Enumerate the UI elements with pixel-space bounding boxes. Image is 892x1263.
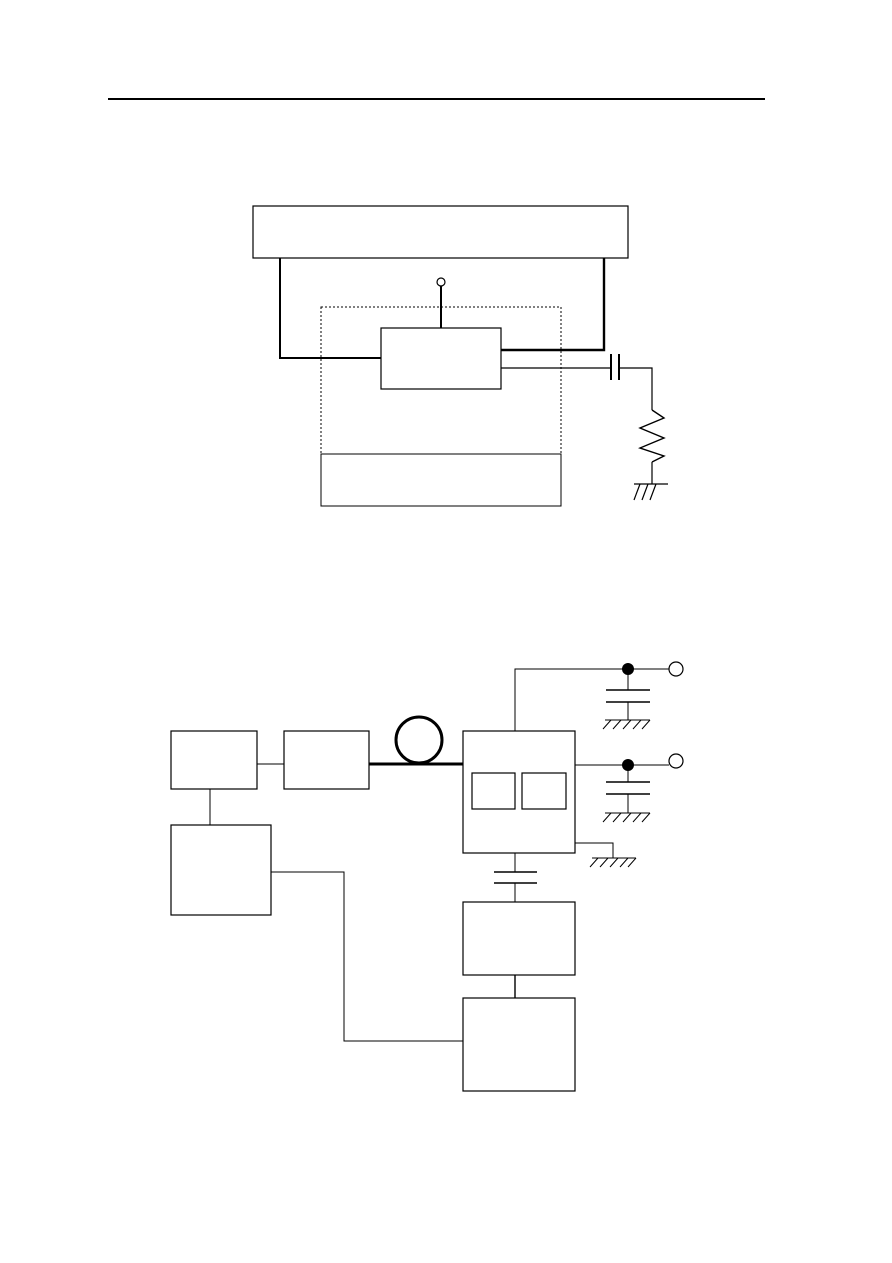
right-feedback-wire <box>501 258 606 352</box>
resistor-icon <box>638 409 666 463</box>
block-b <box>283 730 370 790</box>
terminal-upper-icon <box>668 661 684 677</box>
main-unit-ground-wire <box>575 842 614 858</box>
capacitor-to-resistor-wire <box>620 367 653 410</box>
fiber-coil-icon <box>394 715 444 765</box>
block-d <box>462 901 576 976</box>
block-diagram-bottom <box>170 661 684 1092</box>
wire-c-to-e <box>271 871 463 1042</box>
ground-icon <box>633 483 668 501</box>
ground-middle-icon <box>602 812 651 823</box>
main-unit <box>462 730 576 854</box>
block-e <box>462 997 576 1092</box>
block-c <box>170 824 272 916</box>
center-block <box>380 327 502 390</box>
circuit-diagram-top <box>252 205 668 507</box>
terminal-circle-icon <box>436 277 446 287</box>
top-wide-block <box>252 205 629 259</box>
terminal-middle-icon <box>668 753 684 769</box>
dashed-enclosure <box>320 306 562 455</box>
ground-upper-icon <box>602 719 651 730</box>
main-unit-sub-right <box>521 772 567 810</box>
ground-main-icon <box>589 857 637 868</box>
block-a <box>170 730 258 790</box>
supply-wire-upper <box>514 668 669 731</box>
left-feedback-wire <box>279 258 381 359</box>
main-unit-sub-left <box>471 772 516 810</box>
bottom-block <box>320 453 562 507</box>
